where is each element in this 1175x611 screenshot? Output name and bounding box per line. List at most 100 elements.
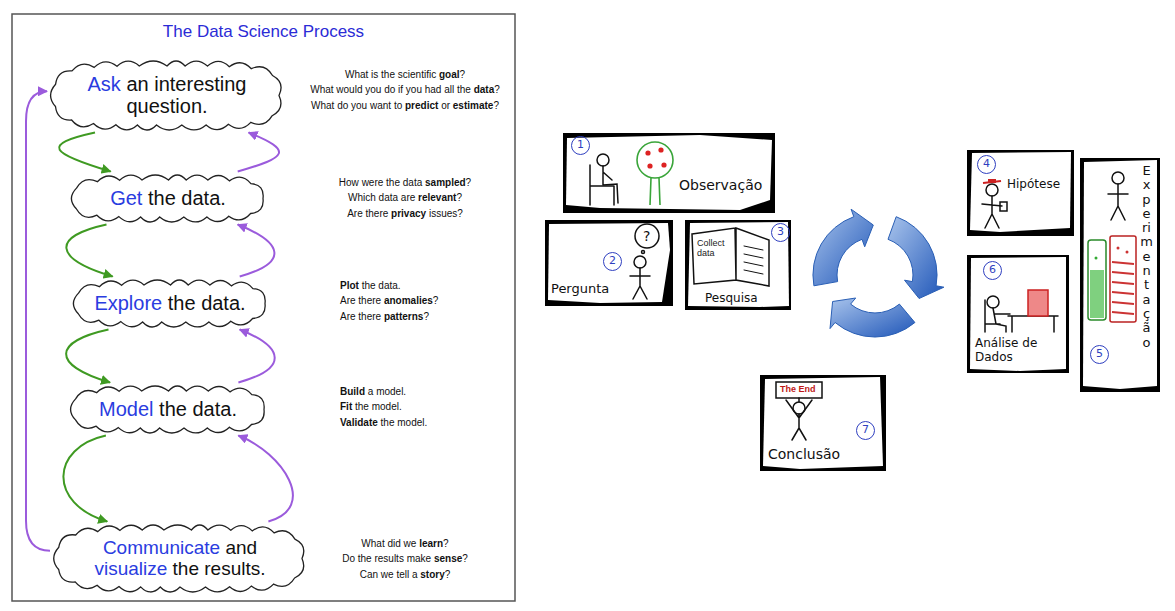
- step-number: 1: [571, 136, 590, 155]
- lab-glassware: [1112, 262, 1134, 314]
- flow-arrow: [26, 91, 50, 550]
- cloud-node: Ask an interesting question.: [47, 58, 287, 133]
- book-writing: Collect data: [697, 238, 733, 259]
- panel-ground: [760, 375, 886, 471]
- question-mark: ?: [643, 228, 650, 244]
- panel-ground: [1083, 160, 1157, 389]
- cloud-node: Communicate and visualize the results.: [50, 522, 310, 595]
- highlight-word: Explore: [94, 292, 162, 314]
- question-note: Validate the model.: [340, 417, 427, 429]
- stick-figures: [630, 268, 650, 299]
- panel-ground: [967, 255, 1069, 373]
- flow-arrow: [238, 436, 292, 522]
- stick-figures: [986, 184, 998, 196]
- tree: [661, 162, 666, 167]
- bold-word: learn: [419, 538, 443, 549]
- cloud-text: Explore the data.: [94, 292, 245, 314]
- stick-figures: [590, 154, 1128, 440]
- cloud-shape: [71, 175, 263, 222]
- panel-ground: [566, 135, 772, 210]
- desk-box: [1028, 290, 1048, 316]
- comic-panel: 6Análise de Dados: [967, 255, 1069, 373]
- panel-ground: [685, 220, 791, 310]
- question-note: Are there anomalies?: [340, 295, 438, 307]
- flow-arrow: [59, 133, 110, 172]
- panel-ground: [688, 222, 789, 307]
- bold-word: patterns: [384, 311, 423, 322]
- bold-word: estimate: [453, 100, 494, 111]
- stick-figures: [1112, 172, 1124, 184]
- step-number: 2: [603, 252, 622, 271]
- lab-glassware: [1095, 257, 1098, 260]
- desk-box: [1028, 290, 1048, 316]
- step-number: 7: [856, 421, 875, 440]
- question-note: Are there privacy issues?: [347, 208, 463, 220]
- bold-word: privacy: [391, 208, 426, 219]
- question-note: How were the data sampled?: [339, 177, 471, 189]
- stick-figures: [1108, 184, 1128, 220]
- question-note: What would you do if you had all the dat…: [310, 84, 500, 96]
- highlight-word: Model: [99, 398, 153, 420]
- cycle-arrows: [813, 209, 873, 286]
- comic-panel: 4Hipótese: [967, 150, 1074, 236]
- step-label: Experimentação: [1140, 164, 1153, 350]
- stick-figures: [776, 382, 822, 398]
- bold-word: goal: [439, 69, 460, 80]
- bold-word: Fit: [340, 401, 352, 412]
- comic-panel: Collect data3Pesquisa: [685, 220, 791, 310]
- cloud-shape: [51, 61, 282, 130]
- tree: [637, 142, 673, 205]
- panel-ground: [763, 377, 883, 469]
- stick-figures: [744, 246, 763, 274]
- sign-text: The End: [780, 385, 816, 395]
- panel-ground: [545, 133, 1160, 471]
- panel-ground: [1080, 158, 1160, 392]
- panel-ground: [563, 133, 775, 213]
- flow-arrow: [66, 330, 110, 383]
- cloud-node: Get the data.: [66, 172, 271, 225]
- bold-word: Build: [340, 386, 365, 397]
- lab-glassware: [1088, 240, 1106, 320]
- tree: [637, 142, 673, 178]
- tree: [650, 178, 660, 205]
- cloud-node: Model the data.: [65, 383, 272, 436]
- stick-figures: [982, 196, 1002, 228]
- bold-word: relevant: [418, 192, 456, 203]
- cloud-text: Get the data.: [110, 187, 226, 209]
- stick-figures: [1000, 202, 1007, 211]
- stick-figures: [786, 400, 812, 440]
- lab-glassware: [1126, 251, 1129, 254]
- stick-figures: [692, 228, 769, 286]
- tree: [658, 147, 663, 152]
- panel-ground: [967, 150, 1074, 236]
- step-label: Pergunta: [551, 282, 609, 297]
- lab-glassware: [1088, 236, 1136, 322]
- panel-ground: [545, 220, 673, 306]
- comic-panel: The End 7Conclusão: [760, 375, 886, 471]
- stick-figures: [597, 154, 609, 166]
- panel-ground: [970, 257, 1066, 371]
- question-note: Can we tell a story?: [360, 569, 451, 581]
- cloud-text: Communicate and visualize the results.: [75, 537, 285, 580]
- highlight-word: Ask: [88, 73, 121, 95]
- panel-ground: [970, 152, 1071, 232]
- step-number: 4: [977, 155, 996, 174]
- bold-word: data: [474, 84, 495, 95]
- question-note: Fit the model.: [340, 401, 402, 413]
- panel-ground: [548, 223, 670, 303]
- flow-arrow: [63, 436, 107, 522]
- bold-word: story: [420, 569, 444, 580]
- question-note: What is the scientific goal?: [345, 69, 465, 81]
- stick-figures: [603, 166, 618, 203]
- flow-arrow: [238, 330, 274, 383]
- flow-arrow: [238, 225, 275, 277]
- highlight-word: visualize: [94, 558, 167, 579]
- step-number: 5: [1090, 345, 1109, 364]
- question-note: What did we learn?: [361, 538, 448, 550]
- bold-word: sense: [434, 553, 462, 564]
- comic-panel: 1Observação: [563, 133, 775, 213]
- step-label: Conclusão: [768, 446, 840, 462]
- question-note: Which data are relevant?: [348, 192, 462, 204]
- diagram-title: The Data Science Process: [12, 22, 515, 42]
- lab-glassware: [1117, 247, 1120, 250]
